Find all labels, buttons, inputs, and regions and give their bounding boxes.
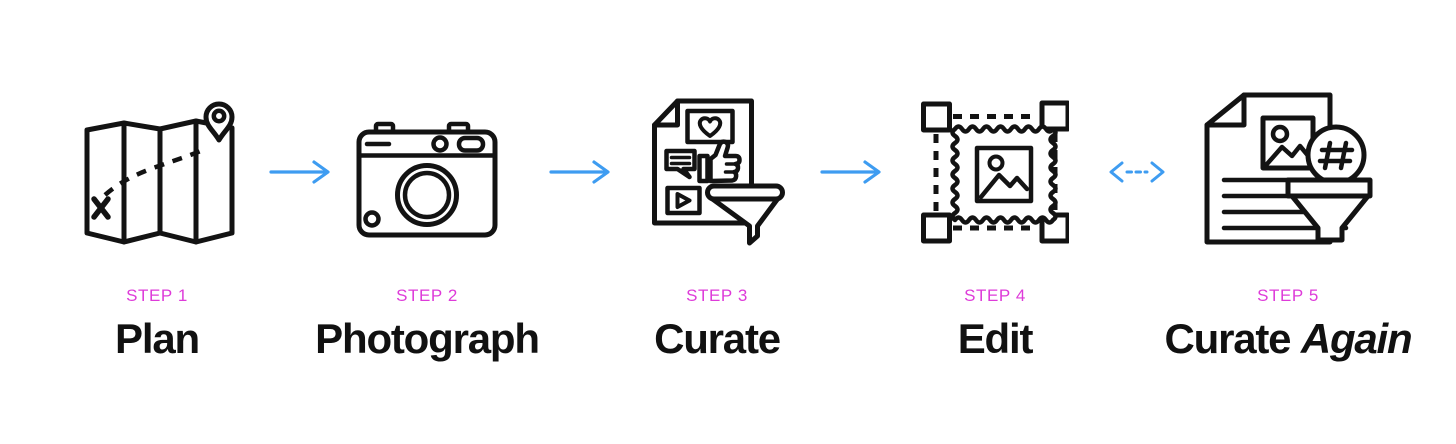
funnel-rim [1285,177,1373,199]
selection-handle [921,101,952,133]
hashtag-glyph [1317,140,1355,171]
step-column-plan: STEP 1 Plan [27,0,287,444]
step-title-italic: Again [1300,315,1413,362]
step-title: Photograph [297,316,557,362]
funnel-rim [705,183,785,202]
step-title: Edit [865,316,1125,362]
mountains-glyph [1264,143,1313,167]
step-label: STEP 5 [1257,286,1319,305]
mountains-glyph [978,172,1030,200]
play-glyph [675,192,692,209]
hashtag-circle [1305,124,1367,186]
camera-icon [352,117,502,239]
step-column-edit: STEP 4 Edit [865,0,1125,444]
text-lines [1221,177,1349,231]
step-title-text: Curate [1164,315,1301,362]
sun-glyph [987,154,1005,172]
stamp-border [950,124,1058,225]
thumbs-up-cuff [697,153,710,184]
step-title-text: Plan [115,315,200,362]
treasure-map-icon [77,96,237,246]
sun-glyph [1270,124,1290,144]
selection-handle [1039,100,1069,132]
step-label: STEP 2 [396,286,458,305]
step-title: Curate Again [1158,316,1418,362]
step-title-text: Photograph [315,315,540,362]
step-column-curate: STEP 3 Curate [587,0,847,444]
arrow-right-icon [548,157,614,187]
heart-glyph [697,116,723,138]
arrow-right-icon [268,157,334,187]
document-reactions-funnel-icon [645,93,790,251]
step-title-text: Edit [957,315,1034,362]
image-selection-handles-icon [921,99,1069,245]
selection-handle [921,212,952,244]
document-hashtag-funnel-icon [1200,88,1376,248]
step-title: Plan [27,316,287,362]
step-label: STEP 3 [686,286,748,305]
step-title: Curate [587,316,847,362]
dashed-double-arrow-icon [1104,157,1170,187]
step-label: STEP 1 [126,286,188,305]
arrow-right-icon [819,157,885,187]
step-column-photograph: STEP 2 Photograph [297,0,557,444]
step-column-curate-again: STEP 5 Curate Again [1158,0,1418,444]
step-title-text: Curate [654,315,781,362]
step-label: STEP 4 [964,286,1026,305]
